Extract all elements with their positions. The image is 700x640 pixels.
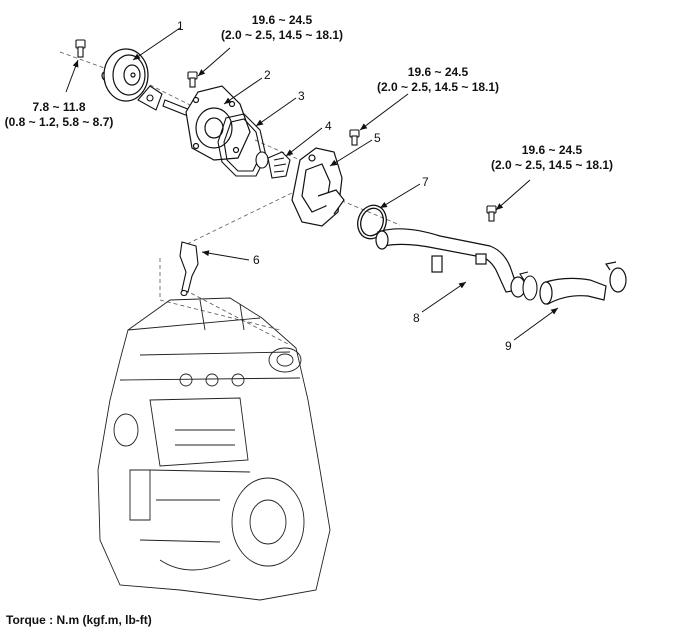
torque-spec-pulley-bolt: 7.8 ~ 11.8 (0.8 ~ 1.2, 5.8 ~ 8.7) [0,100,118,130]
water-pump-pulley [101,48,149,102]
callout-4: 4 [325,119,332,133]
leader-lines [65,27,559,341]
torque-value: 7.8 ~ 11.8 [32,100,86,114]
water-inlet-fitting [291,147,345,227]
torque-spec-inlet-fitting-bolt: 19.6 ~ 24.5 (2.0 ~ 2.5, 14.5 ~ 18.1) [368,65,508,95]
engine-block [97,297,331,601]
callout-1: 1 [177,19,184,33]
water-pump-bolt [187,71,198,88]
hose-clamp [519,271,538,301]
torque-conversions: (2.0 ~ 2.5, 14.5 ~ 18.1) [220,28,344,42]
radiator-hose [539,261,627,305]
torque-value: 19.6 ~ 24.5 [407,65,469,79]
torque-spec-water-pipe-bolt: 19.6 ~ 24.5 (2.0 ~ 2.5, 14.5 ~ 18.1) [482,143,622,173]
torque-conversions: (2.0 ~ 2.5, 14.5 ~ 18.1) [490,158,614,172]
torque-value: 19.6 ~ 24.5 [251,13,313,27]
callout-3: 3 [298,89,305,103]
water-pipe [375,228,526,298]
water-pump [185,85,251,161]
callout-2: 2 [264,68,271,82]
thermostat [255,151,291,179]
torque-spec-water-pump-bolt: 19.6 ~ 24.5 (2.0 ~ 2.5, 14.5 ~ 18.1) [212,13,352,43]
callout-5: 5 [374,131,381,145]
torque-value: 19.6 ~ 24.5 [521,143,583,157]
bracket [179,241,199,297]
torque-conversions: (2.0 ~ 2.5, 14.5 ~ 18.1) [376,80,500,94]
callout-6: 6 [253,253,260,267]
callout-8: 8 [413,311,420,325]
assembly-guide-lines [59,51,401,346]
water-pipe-bolt [486,205,497,222]
inlet-fitting-bolt [349,129,360,146]
pulley-bolt [75,39,86,58]
o-ring [357,204,387,240]
callout-9: 9 [505,339,512,353]
torque-units-note: Torque : N.m (kgf.m, lb-ft) [6,613,152,627]
callout-7: 7 [422,175,429,189]
torque-conversions: (0.8 ~ 1.2, 5.8 ~ 8.7) [4,115,114,129]
